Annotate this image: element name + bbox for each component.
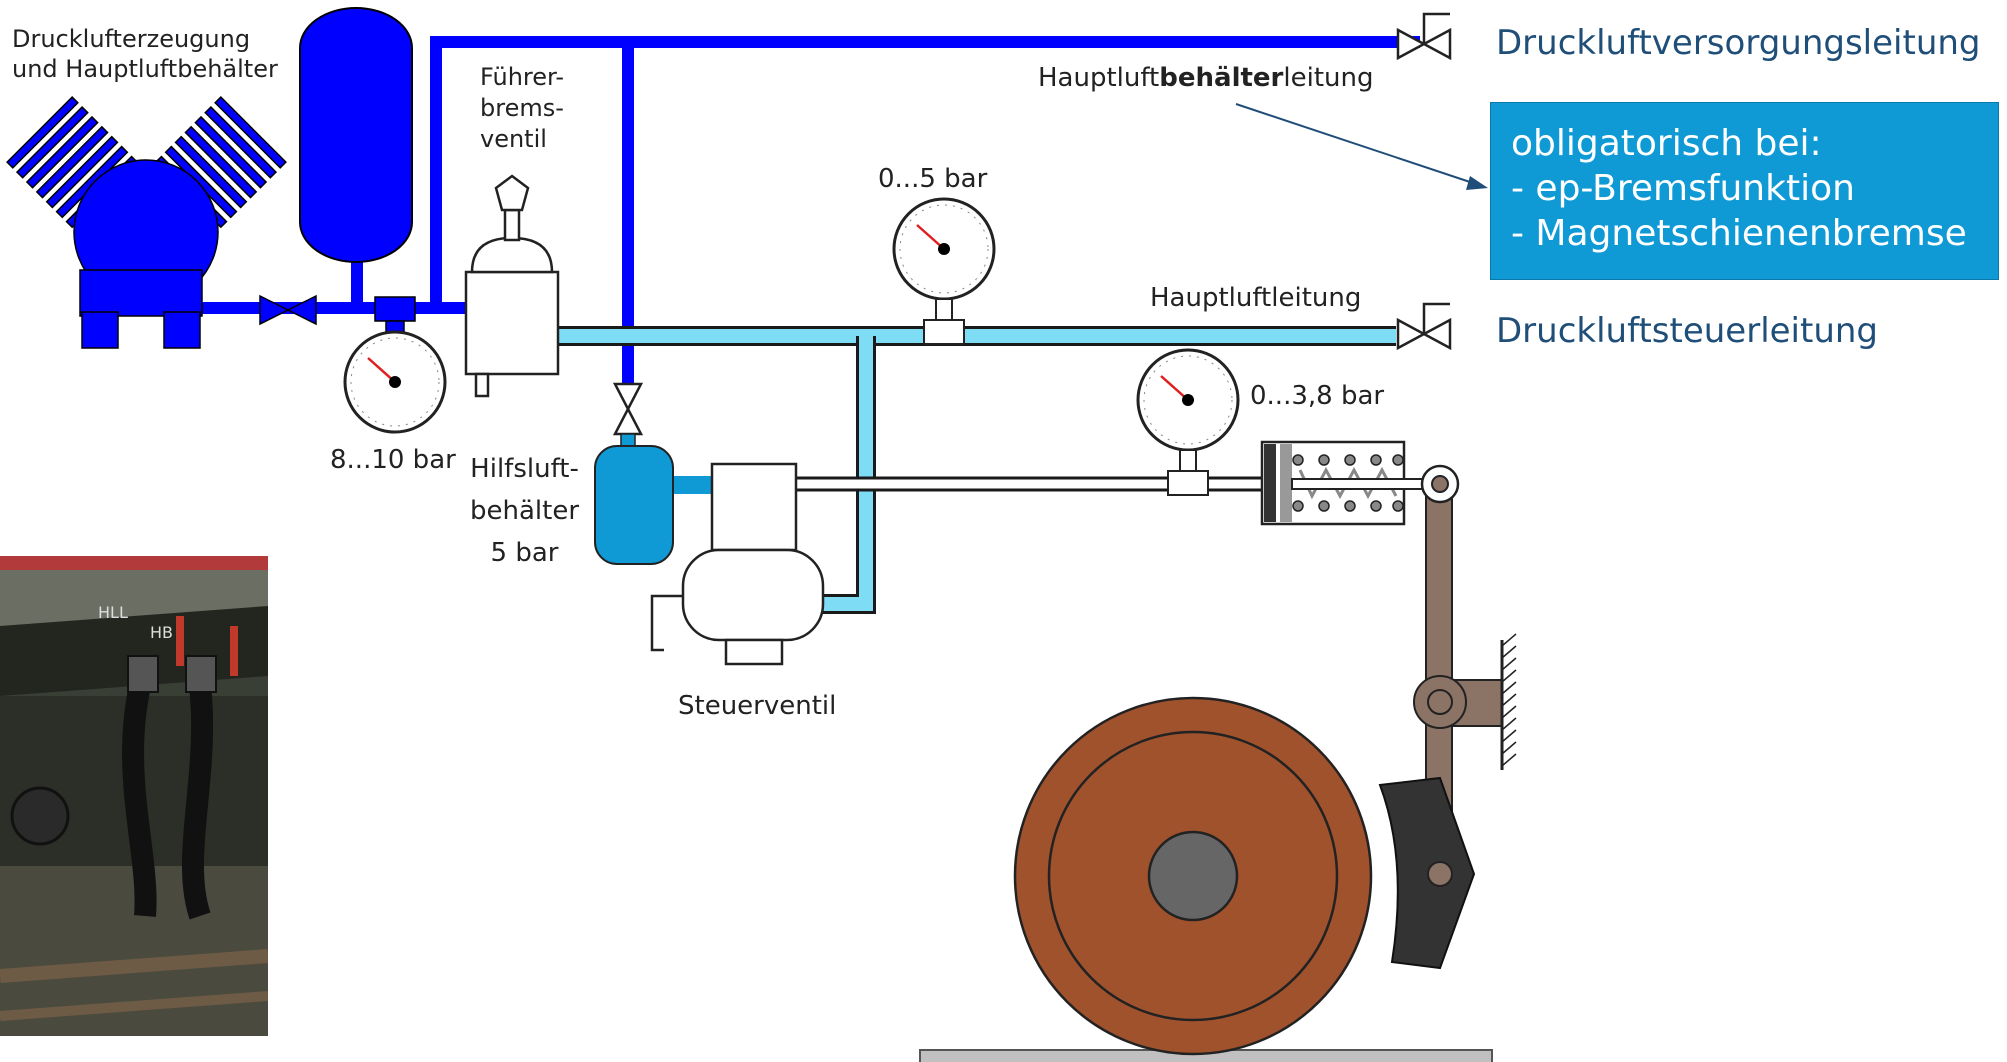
- t-fitting: [374, 296, 416, 322]
- coupling-photo: HLL HB: [0, 556, 268, 1036]
- info-box-line: - Magnetschienenbremse: [1511, 213, 1967, 254]
- brake-shoe-icon: [1378, 776, 1476, 970]
- brake-pipe: [558, 326, 1396, 614]
- aux-isolating-valve-icon: [612, 382, 644, 436]
- control-line-label: Druckluftsteuerleitung: [1496, 311, 1879, 351]
- gauge-line-icon: [892, 197, 996, 345]
- compressor-icon: [6, 96, 287, 349]
- main-reservoir-tank: [299, 7, 413, 263]
- compressor-label: Drucklufterzeugung und Hauptluftbehälter: [12, 25, 278, 83]
- check-valve-icon: [259, 294, 317, 326]
- end-cock-supply-icon: [1396, 12, 1452, 61]
- supply-line-label: Druckluftversorgungsleitung: [1496, 23, 1981, 63]
- end-cock-control-icon: [1396, 302, 1452, 351]
- main-reservoir-pipe-label: Hauptluftbehälterleitung: [1038, 63, 1374, 93]
- photo-label-hb: HB: [150, 623, 173, 642]
- gauge-cylinder-label: 0...3,8 bar: [1250, 381, 1385, 411]
- gauge-line-label: 0...5 bar: [878, 164, 988, 194]
- control-valve-icon: [650, 462, 825, 666]
- control-valve-label: Steuerventil: [678, 691, 837, 721]
- aux-connector: [668, 476, 714, 494]
- info-box-line: - ep-Bremsfunktion: [1511, 168, 1855, 209]
- aux-reservoir-label: Hilfsluft- behälter 5 bar: [470, 454, 580, 568]
- gauge-main-label: 8...10 bar: [330, 445, 456, 475]
- photo-label-hll: HLL: [98, 603, 128, 622]
- brake-pipe-label: Hauptluftleitung: [1150, 283, 1362, 313]
- aux-reservoir-tank: [594, 445, 674, 565]
- info-box: obligatorisch bei: - ep-Bremsfunktion - …: [1490, 102, 1999, 280]
- gauge-cylinder-icon: [1136, 348, 1240, 496]
- wheel-icon: [1013, 696, 1373, 1056]
- driver-brake-valve-icon: [464, 174, 560, 398]
- info-box-line: obligatorisch bei:: [1511, 123, 1822, 164]
- leader-arrow: [1235, 103, 1488, 190]
- driver-valve-label: Führer- brems- ventil: [480, 63, 565, 153]
- gauge-main-icon: [343, 330, 447, 434]
- brake-cylinder-icon: [1260, 440, 1441, 526]
